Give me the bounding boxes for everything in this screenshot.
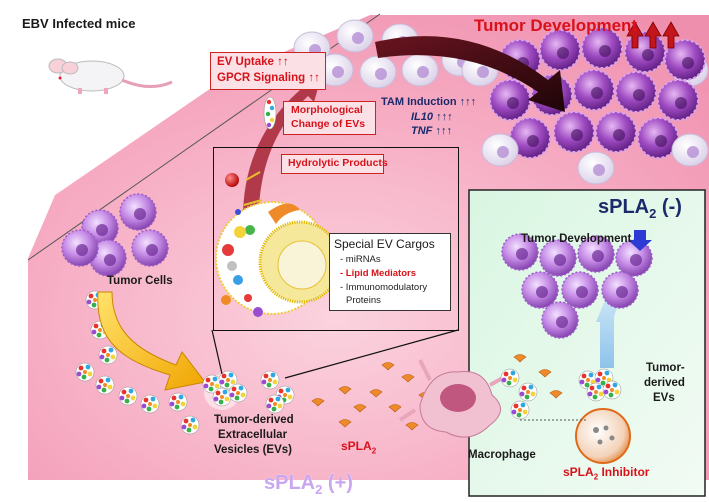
cargo-item-immunomodulatory: - Immunomodulatory	[340, 282, 428, 293]
tumor-derived-evs-line1: Tumor-	[646, 362, 685, 374]
cargo-title: Special EV Cargos	[334, 237, 435, 251]
hydrolytic-products-box: Hydrolytic Products	[281, 154, 388, 174]
lipid-ev-model	[215, 201, 342, 317]
ev-uptake-box: EV Uptake ↑↑ GPCR Signaling ↑↑	[210, 52, 326, 90]
hydrolytic-products-icons	[225, 171, 263, 215]
spla2-plus-sign: (+)	[327, 472, 353, 494]
tumor-derived-evs-line3: EVs	[653, 392, 675, 404]
spla2-minus-sub: 2	[649, 206, 657, 221]
spla2-inhibitor-rest: Inhibitor	[598, 465, 650, 479]
special-ev-cargos-box: Special EV Cargos - miRNAs - Lipid Media…	[329, 233, 451, 311]
down-arrow-blue	[628, 230, 652, 251]
gpcr-signaling-text: GPCR Signaling ↑↑	[217, 72, 320, 84]
hydrolytic-products-text: Hydrolytic Products	[288, 157, 388, 169]
ev-label-line3: Vesicles (EVs)	[214, 444, 292, 456]
spla2-inhibitor-label: sPLA2 Inhibitor	[563, 465, 650, 482]
up-arrows-red	[626, 21, 680, 49]
ev-label-line1: Tumor-derived	[214, 414, 294, 426]
spla2-plus-label: sPLA2 (+)	[264, 472, 353, 497]
dark-arrow	[375, 36, 565, 112]
ev-zoom-box	[213, 147, 459, 331]
il10-arrows: ↑↑↑	[436, 111, 453, 123]
spla2-plus-sub: 2	[315, 482, 323, 497]
tumor-cells-label: Tumor Cells	[107, 275, 173, 287]
inhibitor-sphere	[520, 408, 631, 464]
morph-ev-icon	[263, 96, 277, 130]
spla2-plus-main: sPLA	[264, 472, 316, 494]
tnf-arrows: ↑↑↑	[435, 125, 452, 137]
tam-induction-label: TAM Induction ↑↑↑	[381, 96, 477, 108]
il10-label: IL10 ↑↑↑	[411, 111, 453, 123]
macrophage-label: Macrophage	[468, 449, 536, 461]
spla2-minus-sign: (-)	[661, 196, 682, 218]
tumor-development-top-label: Tumor Development	[474, 16, 638, 35]
spla2-minus-main: sPLA	[598, 196, 650, 218]
macrophage-illustration	[398, 359, 509, 438]
morphological-change-box: Morphological Change of EVs	[283, 101, 376, 135]
spla2-label-sub: 2	[371, 446, 377, 456]
morphological-line1: Morphological	[291, 104, 363, 116]
cargo-item-lipid-mediators: - Lipid Mediators	[340, 268, 416, 279]
cargo-item-mirnas: - miRNAs	[340, 254, 381, 265]
spla2-label-main: sPLA	[341, 439, 372, 453]
cargo-item-proteins: Proteins	[346, 295, 381, 306]
il10-text: IL10	[411, 111, 434, 123]
ev-cluster	[202, 370, 295, 414]
morphological-line2: Change of EVs	[291, 118, 366, 130]
spla2-inhibitor-sub: 2	[593, 472, 599, 482]
mouse-illustration	[48, 58, 173, 94]
ev-uptake-text: EV Uptake ↑↑	[217, 56, 289, 68]
ev-label-line2: Extracellular	[218, 429, 288, 441]
tnf-label: TNF ↑↑↑	[411, 125, 452, 137]
spla2-label: sPLA2	[341, 439, 377, 456]
mice-label: EBV Infected mice	[22, 16, 136, 31]
tnf-text: TNF	[411, 125, 433, 137]
spla2-minus-label: sPLA2 (-)	[598, 196, 682, 221]
blue-up-arrow	[596, 292, 630, 368]
spla2-inhibitor-main: sPLA	[563, 465, 594, 479]
tumor-derived-evs-line2: derived	[644, 377, 685, 389]
tumor-development-right-label: Tumor Development	[521, 233, 632, 245]
